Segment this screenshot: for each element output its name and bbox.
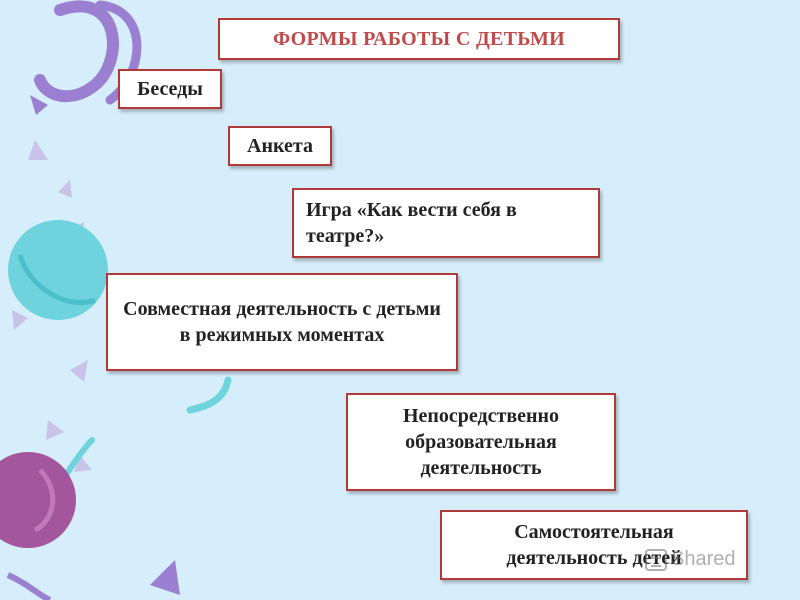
item-box-game: Игра «Как вести себя в театре?»: [292, 188, 600, 258]
item-label: Совместная деятельность с детьми в режим…: [118, 296, 446, 348]
item-box-questionnaire: Анкета: [228, 126, 332, 166]
slide-title-text: ФОРМЫ РАБОТЫ С ДЕТЬМИ: [273, 26, 565, 52]
item-box-conversations: Беседы: [118, 69, 222, 109]
item-label: Беседы: [137, 76, 203, 102]
item-label: Анкета: [247, 133, 313, 159]
watermark: Shared: [645, 548, 736, 571]
item-label: Непосредственно образовательная деятельн…: [358, 403, 604, 481]
item-label: Игра «Как вести себя в театре?»: [306, 197, 586, 249]
item-box-educational-activity: Непосредственно образовательная деятельн…: [346, 393, 616, 491]
slideshare-icon: [645, 549, 667, 571]
item-box-joint-activity: Совместная деятельность с детьми в режим…: [106, 273, 458, 371]
slide-title: ФОРМЫ РАБОТЫ С ДЕТЬМИ: [218, 18, 620, 60]
watermark-text: Shared: [671, 548, 736, 571]
